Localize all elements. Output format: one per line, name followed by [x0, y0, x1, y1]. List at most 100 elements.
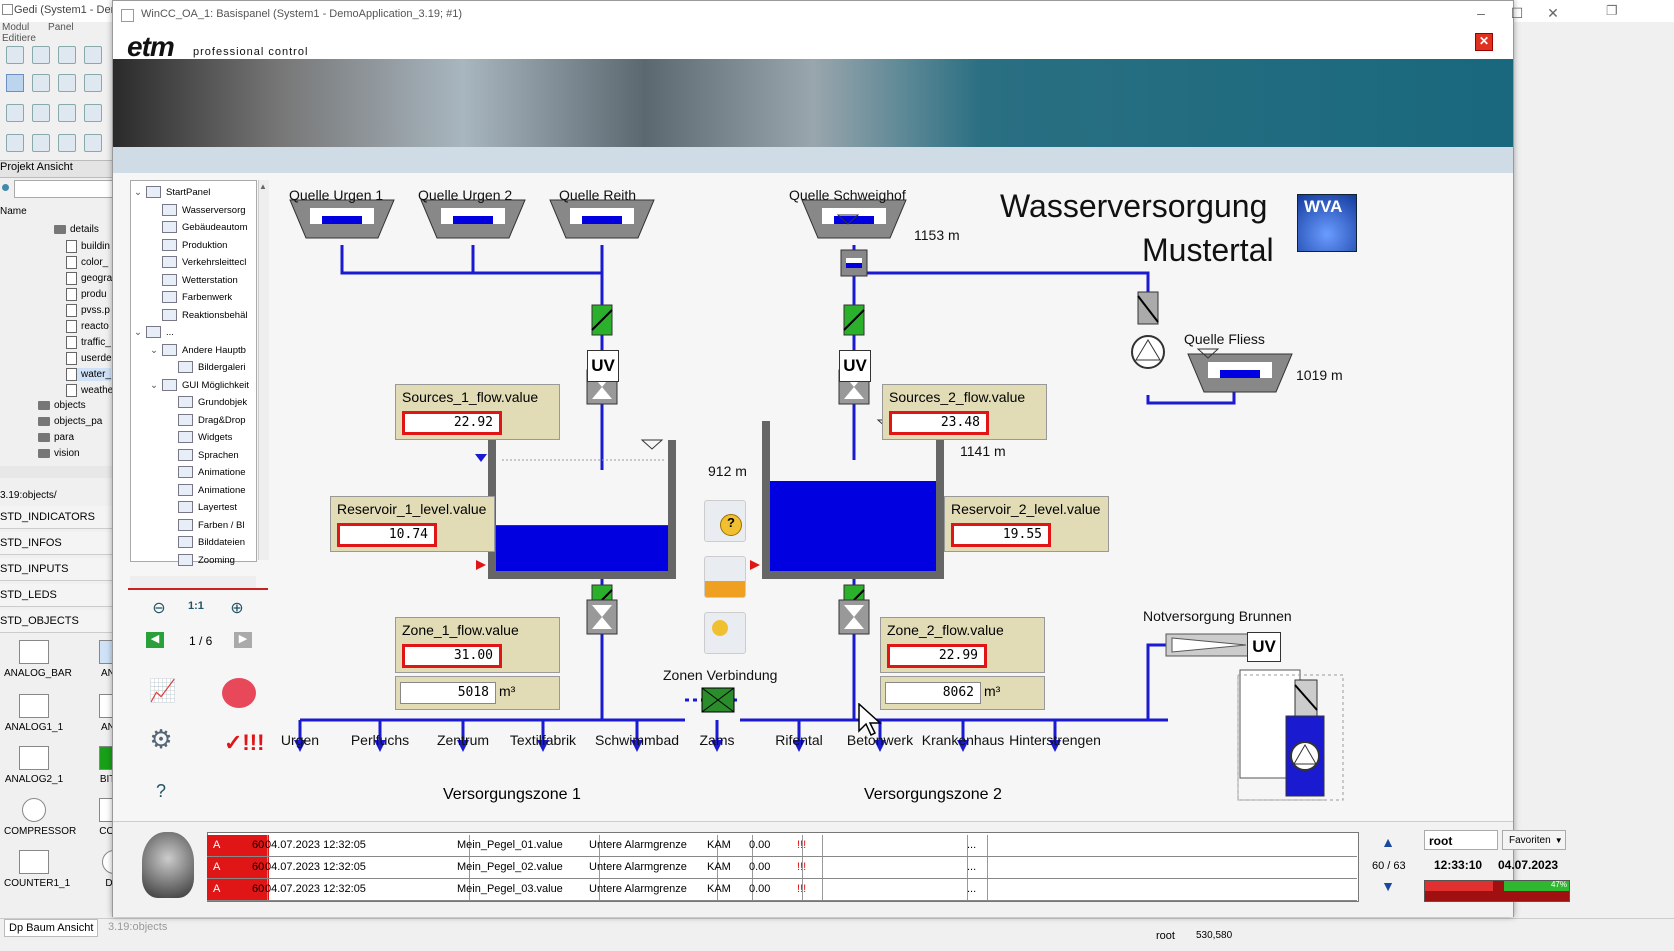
tab-std-objects[interactable]: STD_OBJECTS — [0, 610, 120, 633]
nav-tree-item[interactable]: Drag&Drop — [130, 412, 255, 430]
tree-item[interactable]: userde — [66, 352, 112, 365]
library-item[interactable]: ANALOG_BAR — [4, 640, 72, 679]
nav-tree-item[interactable]: Gebäudeautom — [130, 219, 255, 237]
layer-tool-icon[interactable] — [6, 134, 24, 152]
nav-tree-item[interactable]: ⌄Andere Hauptb — [130, 342, 255, 360]
source-reith[interactable] — [549, 199, 655, 239]
tree-item[interactable]: buildin — [66, 240, 110, 253]
nav-tree-item[interactable]: Bildergaleri — [130, 359, 255, 377]
source-urgen-1[interactable] — [289, 199, 395, 239]
flow-meter-zone2[interactable] — [838, 599, 870, 635]
tree-item[interactable]: details — [54, 224, 99, 235]
line-tool-icon[interactable] — [58, 74, 76, 92]
rect-tool-icon[interactable] — [84, 74, 102, 92]
zoom-in-icon[interactable]: ⊕ — [230, 600, 244, 617]
close-button[interactable]: ✕ — [1547, 5, 1559, 21]
nav-tree-item[interactable]: Produktion — [130, 237, 255, 255]
source-fliess[interactable] — [1187, 353, 1293, 393]
tree-item[interactable]: produ — [66, 288, 107, 301]
nav-tree-item[interactable]: Widgets — [130, 429, 255, 447]
tree-item[interactable]: geogra — [66, 272, 112, 285]
grid-tool-icon[interactable] — [84, 134, 102, 152]
nav-tree-item[interactable]: Animatione — [130, 482, 255, 500]
tab-std-infos[interactable]: STD_INFOS — [0, 532, 120, 555]
valve-fliess[interactable] — [1137, 291, 1159, 325]
uv-unit-schweighof[interactable]: UV — [839, 350, 871, 382]
source-urgen-2[interactable] — [420, 199, 526, 239]
nav-tree-item[interactable]: Animatione — [130, 464, 255, 482]
menu-panel[interactable]: Panel — [48, 22, 74, 33]
zoom-reset-button[interactable]: 1:1 — [188, 600, 204, 612]
tab-dp-tree[interactable]: Dp Baum Ansicht — [4, 919, 99, 937]
horizontal-scrollbar[interactable] — [0, 466, 120, 478]
library-item[interactable]: ANALOG2_1 — [4, 746, 64, 785]
filter-schweighof[interactable] — [840, 249, 868, 277]
tree-item[interactable]: objects — [38, 400, 86, 411]
group-tool-icon[interactable] — [32, 134, 50, 152]
tab-std-indicators[interactable]: STD_INDICATORS — [0, 506, 120, 529]
trend-tool-icon[interactable] — [6, 104, 24, 122]
tree-item-selected[interactable]: water_ — [66, 368, 112, 381]
new-panel-icon[interactable] — [6, 46, 24, 64]
bar-tool-icon[interactable] — [32, 104, 50, 122]
nav-vertical-scrollbar[interactable] — [258, 180, 269, 560]
uv-unit-reith[interactable]: UV — [587, 350, 619, 382]
valve-schweighof[interactable] — [843, 304, 865, 336]
select-tool-icon[interactable] — [6, 74, 24, 92]
flow-meter-zone1[interactable] — [586, 599, 618, 635]
scroll-up-icon[interactable]: ▲ — [259, 182, 267, 191]
library-item[interactable]: ANALOG1_1 — [4, 694, 64, 733]
nav-tree-item[interactable]: Farbenwerk — [130, 289, 255, 307]
help-icon[interactable]: ? — [155, 781, 166, 801]
save-as-icon[interactable] — [84, 46, 102, 64]
nav-tree-item[interactable]: ⌄... — [130, 324, 255, 342]
tab-objects-path[interactable]: 3.19:objects — [108, 921, 168, 933]
nav-tree-item[interactable]: Layertest — [130, 499, 255, 517]
open-panel-icon[interactable] — [32, 46, 50, 64]
nav-tree-item[interactable]: Zooming — [130, 552, 255, 570]
save-icon[interactable] — [58, 46, 76, 64]
tree-item[interactable]: color_ — [66, 256, 108, 269]
slider-tool-icon[interactable] — [84, 104, 102, 122]
reservoir-1[interactable] — [475, 440, 676, 579]
favorites-dropdown[interactable]: Favoriten▼ — [1502, 830, 1566, 850]
transform-tool-icon[interactable] — [32, 74, 50, 92]
navigation-tree[interactable] — [130, 180, 257, 562]
pump-fliess[interactable] — [1131, 335, 1165, 369]
menu-edit[interactable]: Editiere — [2, 33, 36, 44]
nav-tree-item[interactable]: Grundobjek — [130, 394, 255, 412]
chart-area-icon[interactable] — [704, 556, 746, 598]
clock-tool-icon[interactable] — [58, 104, 76, 122]
maximize-button[interactable]: ☐ — [1510, 5, 1524, 21]
nav-tree-item[interactable]: Bilddateien — [130, 534, 255, 552]
tree-item[interactable]: weathe — [66, 384, 113, 397]
nav-tree-item[interactable]: Sprachen — [130, 447, 255, 465]
page-forward-icon[interactable]: ▶ — [234, 632, 252, 648]
tree-item[interactable]: vision — [38, 448, 80, 459]
zone-connection-valve[interactable] — [685, 687, 740, 713]
tree-item[interactable]: reacto — [66, 320, 109, 333]
page-back-icon[interactable]: ◀ — [146, 632, 164, 648]
nav-tree-item[interactable]: Wetterstation — [130, 272, 255, 290]
nav-tree-item[interactable]: ⌄StartPanel — [130, 184, 255, 202]
tree-item[interactable]: objects_pa — [38, 416, 102, 427]
expand-chevron-icon[interactable]: ⌄ — [150, 344, 158, 356]
scroll-down-icon[interactable]: ▼ — [1381, 878, 1395, 894]
alarm-ack-icon[interactable]: ✓!!! — [224, 730, 265, 755]
tree-item[interactable]: pvss.p — [66, 304, 110, 317]
panel-close-button[interactable]: ✕ — [1475, 33, 1493, 51]
expand-chevron-icon[interactable]: ⌄ — [134, 327, 142, 338]
zoom-out-icon[interactable]: ⊖ — [152, 600, 166, 617]
nav-horizontal-scrollbar[interactable] — [130, 576, 256, 588]
library-item[interactable]: COUNTER1_1 — [4, 850, 70, 889]
alarm-table[interactable] — [207, 832, 1359, 902]
tree-item[interactable]: traffic_ — [66, 336, 111, 349]
emergency-well[interactable] — [1165, 620, 1344, 801]
settings-gear-icon[interactable]: ⚙ — [149, 724, 173, 754]
project-search-input[interactable] — [14, 180, 120, 198]
minimize-button[interactable]: – — [1477, 5, 1485, 21]
nav-tree-item[interactable]: Wasserversorg — [130, 202, 255, 220]
uv-unit-notversorgung[interactable]: UV — [1247, 632, 1281, 662]
